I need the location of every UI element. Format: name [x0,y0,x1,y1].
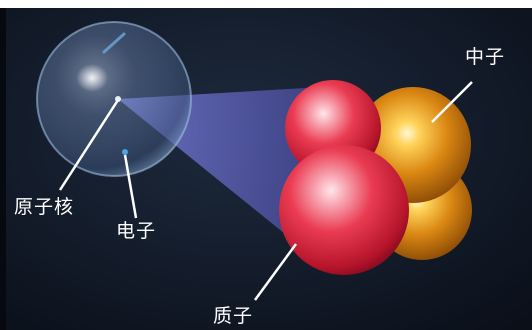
electron-label: 电子 [116,220,156,242]
electron-dot-icon [122,149,128,155]
left-dark-edge [0,8,6,330]
proton-ball-icon [279,145,409,275]
proton-label: 质子 [213,305,253,327]
nucleus-label: 原子核 [14,196,74,218]
atom-sphere-icon [37,22,191,176]
top-white-band [0,0,532,8]
neutron-label: 中子 [465,46,505,68]
